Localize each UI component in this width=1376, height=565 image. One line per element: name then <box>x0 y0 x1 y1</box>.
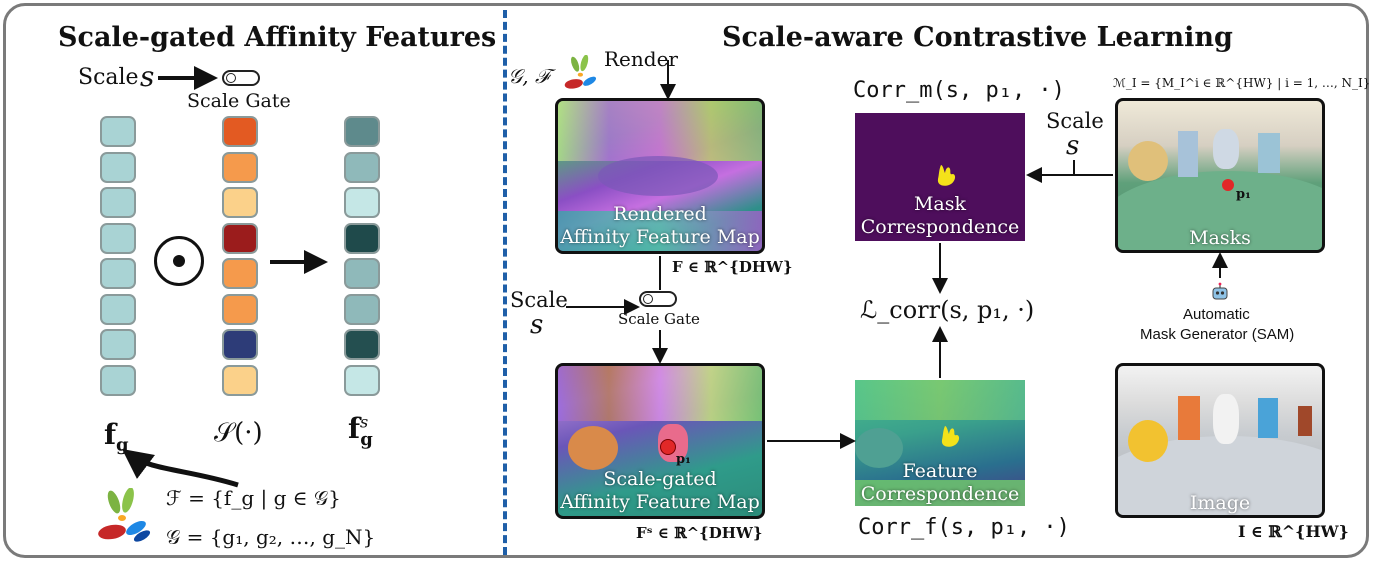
left-title: Scale-gated Affinity Features <box>58 22 497 53</box>
robot-icon <box>1212 282 1228 300</box>
col-gate-cell <box>222 222 258 254</box>
curved-feature-arrow <box>121 449 239 488</box>
col-gate-cell <box>222 151 258 183</box>
col-fg-cell <box>100 364 136 396</box>
left-scale-gate-toggle-icon <box>222 70 260 86</box>
right-scale-gate-toggle-icon <box>639 291 677 307</box>
right-scale-symbol: s <box>530 310 544 340</box>
feature-caption: Feature Correspondence <box>860 460 1020 505</box>
loss-corr-label: ℒ_corr(s, p₁, ·) <box>860 296 1035 324</box>
col-fg-cell <box>100 151 136 183</box>
right-title: Scale-aware Contrastive Learning <box>722 22 1233 53</box>
col-gate-cell <box>222 293 258 325</box>
scale-gated-affinity-feature-map: p₁ Scale-gated Affinity Feature Map <box>555 363 765 519</box>
col-fg-cell <box>100 116 136 147</box>
right2-scale-word: Scale <box>1046 109 1104 133</box>
fgs-label: fsg <box>348 412 373 450</box>
right-scale-word: Scale <box>510 288 568 312</box>
eq-G-set: 𝒢 = {g₁, g₂, …, g_N} <box>166 525 376 549</box>
rendered-caption: Rendered Affinity Feature Map <box>560 203 760 248</box>
mask-correspondence-map: Mask Correspondence <box>855 113 1025 241</box>
Fs-dimension-label: Fˢ ∈ ℝ^{DHW} <box>636 524 763 542</box>
col-gate-cell <box>222 187 258 218</box>
col-fg-cell <box>100 222 136 254</box>
col-out-cell <box>344 258 380 289</box>
mask-blob-shape <box>937 165 956 186</box>
col-out-cell <box>344 187 380 218</box>
GF-label: 𝒢, ℱ <box>508 64 550 88</box>
col-gate-cell <box>222 364 258 396</box>
col-gate-cell <box>222 116 258 147</box>
corr-f-label: Corr_f(s, p₁, ·) <box>858 515 1070 540</box>
hadamard-product-icon <box>154 236 204 286</box>
F-dimension-label: F ∈ ℝ^{DHW} <box>672 258 793 276</box>
col-out-cell <box>344 293 380 325</box>
outer-frame <box>3 3 1369 558</box>
amg-line2: Mask Generator (SAM) <box>1140 326 1295 343</box>
feature-blob-shape <box>941 426 960 447</box>
input-image: Image <box>1115 363 1325 518</box>
masks-image: p₁ Masks <box>1115 98 1325 253</box>
masks-p1-label: p₁ <box>1236 187 1251 202</box>
col-out-cell <box>344 329 380 360</box>
render-label: Render <box>604 47 678 71</box>
col-out-cell <box>344 151 380 183</box>
gated-caption: Scale-gated Affinity Feature Map <box>560 468 760 513</box>
render-gaussian-logo-icon <box>564 55 597 89</box>
rendered-affinity-feature-map: Rendered Affinity Feature Map <box>555 98 765 254</box>
masks-caption: Masks <box>1189 227 1251 249</box>
gated-p1-label: p₁ <box>676 452 691 467</box>
masks-set-label: ℳ_I = {M_I^i ∈ ℝ^{HW} | i = 1, …, N_I} <box>1113 76 1371 90</box>
mask-caption: Mask Correspondence <box>860 193 1020 238</box>
S-function-label: 𝒮(·) <box>214 418 263 448</box>
section-divider <box>503 10 507 555</box>
col-gate-cell <box>222 258 258 289</box>
left-scale-word: Scale <box>78 65 139 90</box>
left-scale-symbol: s <box>140 60 155 93</box>
I-dimension-label: I ∈ ℝ^{HW} <box>1238 522 1349 541</box>
eq-F-set: ℱ = {f_g | g ∈ 𝒢} <box>166 486 341 510</box>
left-scale-gate-label: Scale Gate <box>187 90 291 112</box>
gaussian-splat-logo-icon <box>98 488 151 542</box>
col-out-cell <box>344 222 380 254</box>
col-fg-cell <box>100 258 136 289</box>
col-fg-cell <box>100 329 136 360</box>
col-out-cell <box>344 364 380 396</box>
col-gate-cell <box>222 329 258 360</box>
right2-scale-symbol: s <box>1066 131 1080 161</box>
col-fg-cell <box>100 187 136 218</box>
amg-line1: Automatic <box>1183 306 1250 323</box>
image-caption: Image <box>1189 492 1251 514</box>
feature-correspondence-map: Feature Correspondence <box>855 380 1025 506</box>
corr-m-label: Corr_m(s, p₁, ·) <box>853 78 1065 103</box>
col-fg-cell <box>100 293 136 325</box>
col-out-cell <box>344 116 380 147</box>
